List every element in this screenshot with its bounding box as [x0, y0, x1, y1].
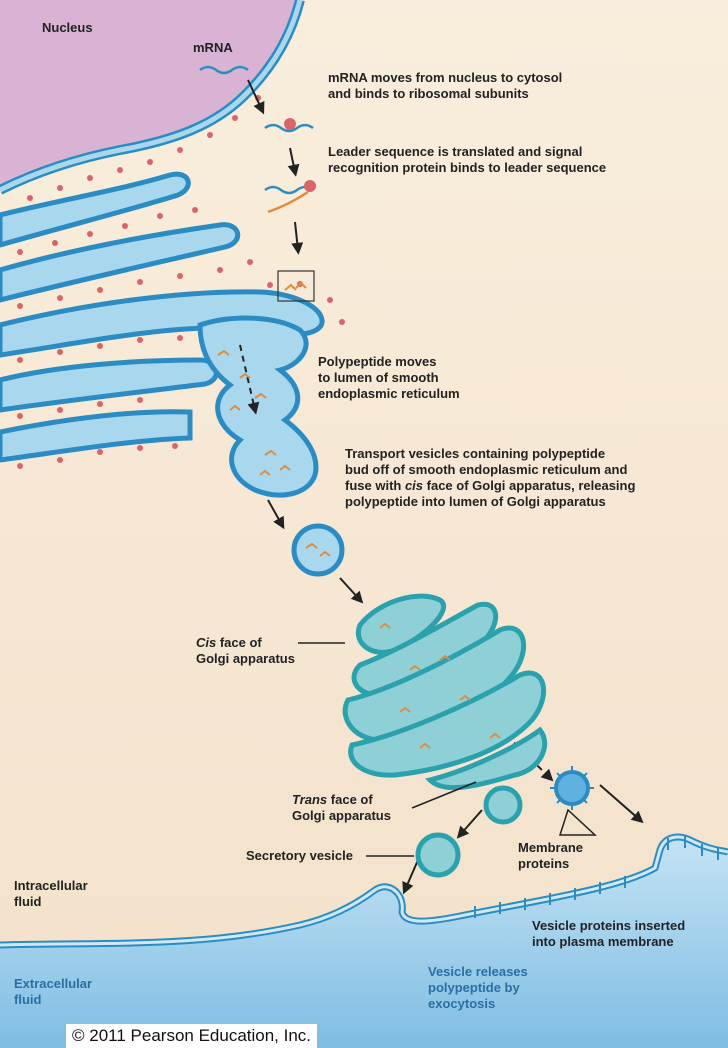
secretory-vesicle-label: Secretory vesicle: [246, 848, 353, 864]
secretory-vesicle: [418, 835, 458, 875]
transport-vesicle: [294, 526, 342, 574]
step2-text: Leader sequence is translated and signal…: [328, 144, 606, 176]
extracellular-fluid-label: Extracellular fluid: [14, 976, 92, 1008]
nucleus-label: Nucleus: [42, 20, 93, 36]
intracellular-fluid-label: Intracellular fluid: [14, 878, 88, 910]
membrane-proteins-label: Membrane proteins: [518, 840, 583, 872]
cis-face-label: Cis face of Golgi apparatus: [196, 635, 295, 667]
exocytosis-label: Vesicle releases polypeptide by exocytos…: [428, 964, 528, 1012]
step4-text: Transport vesicles containing polypeptid…: [345, 446, 635, 510]
step3-text: Polypeptide moves to lumen of smooth end…: [318, 354, 460, 402]
step1-text: mRNA moves from nucleus to cytosol and b…: [328, 70, 562, 102]
vesicle-proteins-label: Vesicle proteins inserted into plasma me…: [532, 918, 685, 950]
secretory-vesicle-small: [486, 788, 520, 822]
trans-face-label: Trans face of Golgi apparatus: [292, 792, 391, 824]
mrna-label: mRNA: [193, 40, 233, 56]
copyright-notice: © 2011 Pearson Education, Inc.: [66, 1024, 317, 1048]
